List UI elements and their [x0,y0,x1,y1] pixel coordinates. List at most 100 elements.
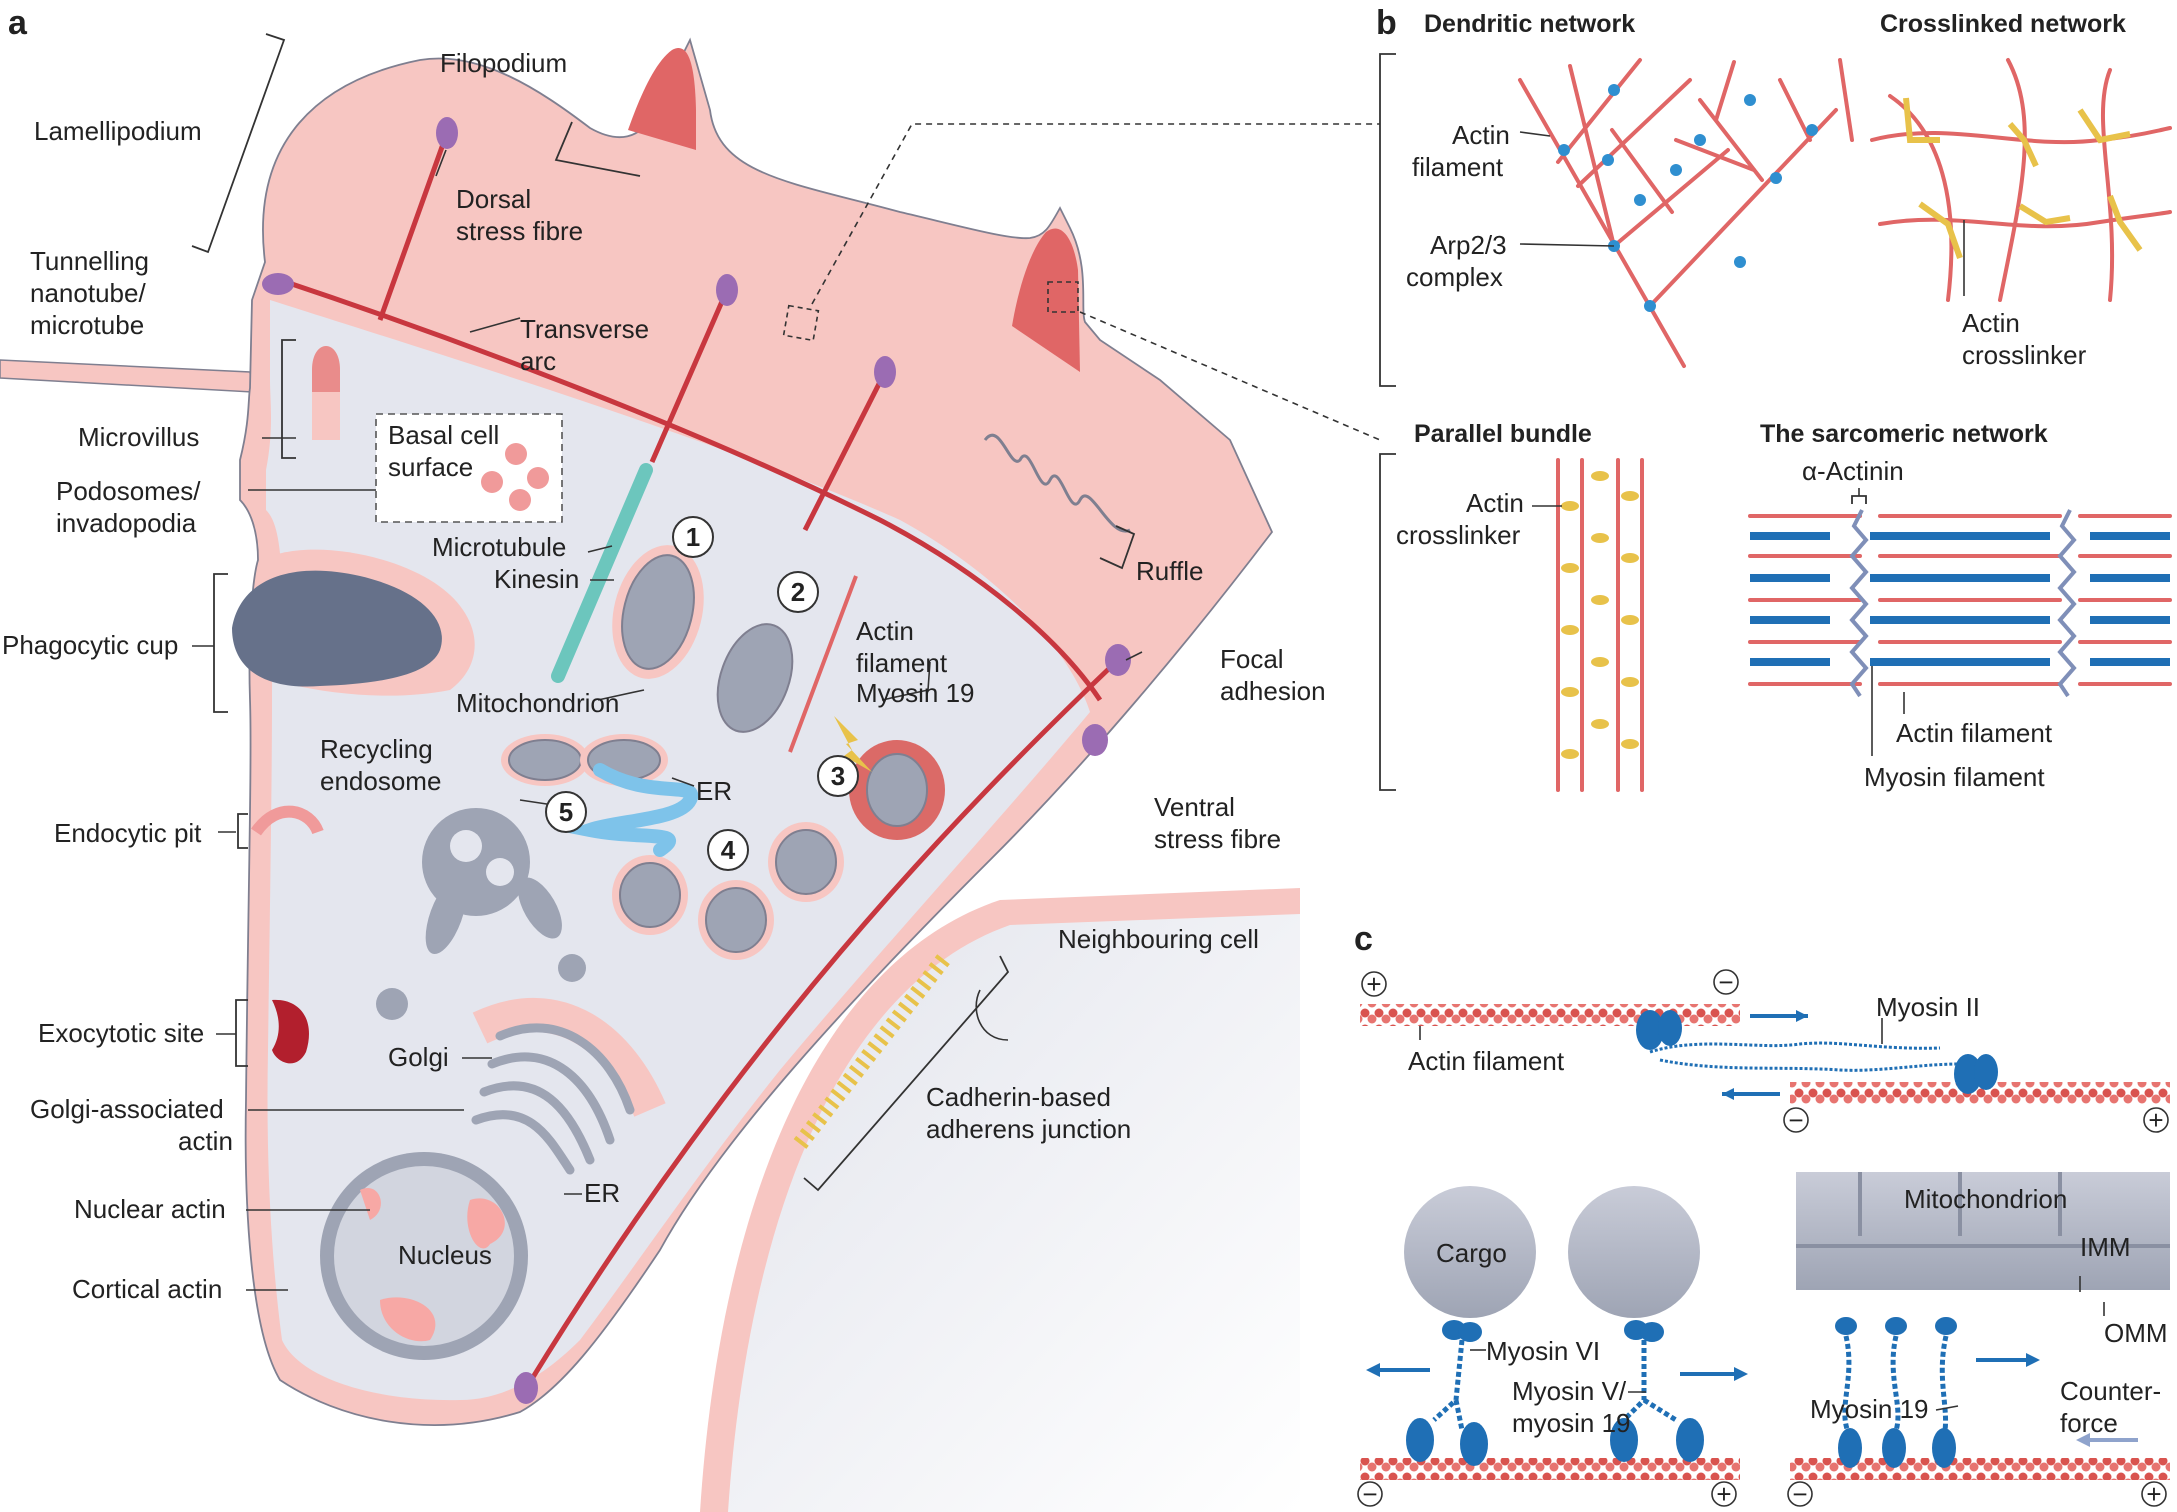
label-cortical-actin: Cortical actin [72,1274,222,1304]
filopodium-bracket [554,121,641,177]
panel-a: a [0,4,1381,1512]
label-transverse-1: Transverse [520,314,649,344]
protrusion-tip [1012,228,1080,372]
label-exocytotic-site: Exocytotic site [38,1018,204,1048]
crosslinked-network [1870,58,2172,302]
label-golgi-actin-1: Golgi-associated [30,1094,224,1124]
ruffle [983,433,1131,533]
label-basal-1: Basal cell [388,420,499,450]
myosin-v [1610,1320,1704,1462]
svg-text:+: + [2146,1479,2161,1509]
myosin-19-tethers [1835,1317,1957,1468]
label-myosin-v-2: myosin 19 [1512,1408,1631,1438]
svg-text:1: 1 [686,522,700,552]
myosin-ii-heads [1636,1010,1998,1094]
label-myosin-19: Myosin 19 [1810,1394,1929,1424]
step-2: 2 [777,571,819,613]
svg-text:2: 2 [791,577,805,607]
label-dorsal-1: Dorsal [456,184,531,214]
label-bundle-crosslinker-1: Actin [1466,488,1524,518]
label-myosin-ii: Myosin II [1876,992,1980,1022]
transverse-arc [279,277,1103,702]
svg-text:+: + [1366,969,1381,999]
endocytic-pit [251,805,324,836]
label-lamellipodium: Lamellipodium [34,116,202,146]
label-nuclear-actin: Nuclear actin [74,1194,226,1224]
label-actin-filament-1: Actin [1452,120,1510,150]
label-mitochondrion-c: Mitochondrion [1904,1184,2067,1214]
title-sarcomeric-network: The sarcomeric network [1760,420,2048,448]
svg-text:−: − [1792,1479,1807,1509]
label-er: ER [696,776,732,806]
basal-surface-box [375,413,563,523]
label-alpha-actinin: α-Actinin [1802,456,1904,486]
label-golgi-actin-2: actin [178,1126,233,1156]
parallel-bundle [1556,458,1644,792]
label-focal-2: adhesion [1220,676,1326,706]
mitochondrion [612,545,704,679]
label-actin-filament: Actin filament [1408,1046,1565,1076]
dorsal-stress-fibre [377,132,450,321]
actin-filament-cargo [1360,1458,1740,1480]
label-podosomes-1: Podosomes/ [56,476,201,506]
endoplasmic-reticulum [562,763,698,857]
label-imm: IMM [2080,1232,2131,1262]
dendritic-network [1518,58,1854,368]
label-actin-crosslinker-2: crosslinker [1962,340,2087,370]
label-omm: OMM [2104,1318,2168,1348]
nucleus [320,1152,528,1360]
damage-bolt-icon [834,716,872,772]
title-dendritic-network: Dendritic network [1424,10,1635,38]
label-nucleus: Nucleus [398,1240,492,1270]
label-recycling-2: endosome [320,766,441,796]
label-cargo: Cargo [1436,1238,1507,1268]
label-mitochondrion: Mitochondrion [456,688,619,718]
label-actin-1: Actin [856,616,914,646]
svg-text:−: − [1788,1105,1803,1135]
panel-b: b Dendritic network Crosslinked network … [1376,4,2172,792]
svg-text:−: − [1718,967,1733,997]
label-filopodium: Filopodium [440,48,567,78]
label-golgi: Golgi [388,1042,449,1072]
label-actin-filament-2: filament [1412,152,1504,182]
label-cadherin-1: Cadherin-based [926,1082,1111,1112]
label-transverse-2: arc [520,346,556,376]
svg-text:3: 3 [831,761,845,791]
label-phagocytic-cup: Phagocytic cup [2,630,178,660]
label-basal-2: surface [388,452,473,482]
sarcomeric-network [1748,509,2172,698]
golgi-apparatus [471,997,666,1175]
step-3: 3 [817,755,859,797]
label-myosin19: Myosin 19 [856,678,975,708]
label-recycling-1: Recycling [320,734,433,764]
label-ventral-1: Ventral [1154,792,1235,822]
svg-text:+: + [2148,1105,2163,1135]
title-crosslinked-network: Crosslinked network [1880,10,2126,38]
step-1: 1 [672,516,714,558]
focal-adhesion [436,117,458,149]
exocytotic-site [272,999,309,1064]
label-kinesin: Kinesin [494,564,579,594]
label-er-2: ER [584,1178,620,1208]
title-parallel-bundle: Parallel bundle [1414,420,1592,448]
label-cadherin-2: adherens junction [926,1114,1131,1144]
label-endocytic-pit: Endocytic pit [54,818,202,848]
recycling-endosome [422,808,562,954]
label-tunnel-3: microtube [30,310,144,340]
label-dorsal-2: stress fibre [456,216,583,246]
label-sarc-myosin: Myosin filament [1864,762,2045,792]
svg-text:+: + [1716,1479,1731,1509]
label-ventral-2: stress fibre [1154,824,1281,854]
label-counter-1: Counter- [2060,1376,2161,1406]
label-myosin-v-1: Myosin V/ [1512,1376,1627,1406]
panel-c: c Actin filament Myosin II + − − + [1354,920,2170,1509]
label-podosomes-2: invadopodia [56,508,197,538]
label-ruffle: Ruffle [1136,556,1203,586]
label-microvillus: Microvillus [78,422,199,452]
cargo-vesicle [1404,1186,1536,1318]
svg-text:−: − [1362,1479,1377,1509]
label-myosin-vi: Myosin VI [1486,1336,1600,1366]
panel-c-letter: c [1354,920,1373,958]
svg-text:4: 4 [721,835,736,865]
